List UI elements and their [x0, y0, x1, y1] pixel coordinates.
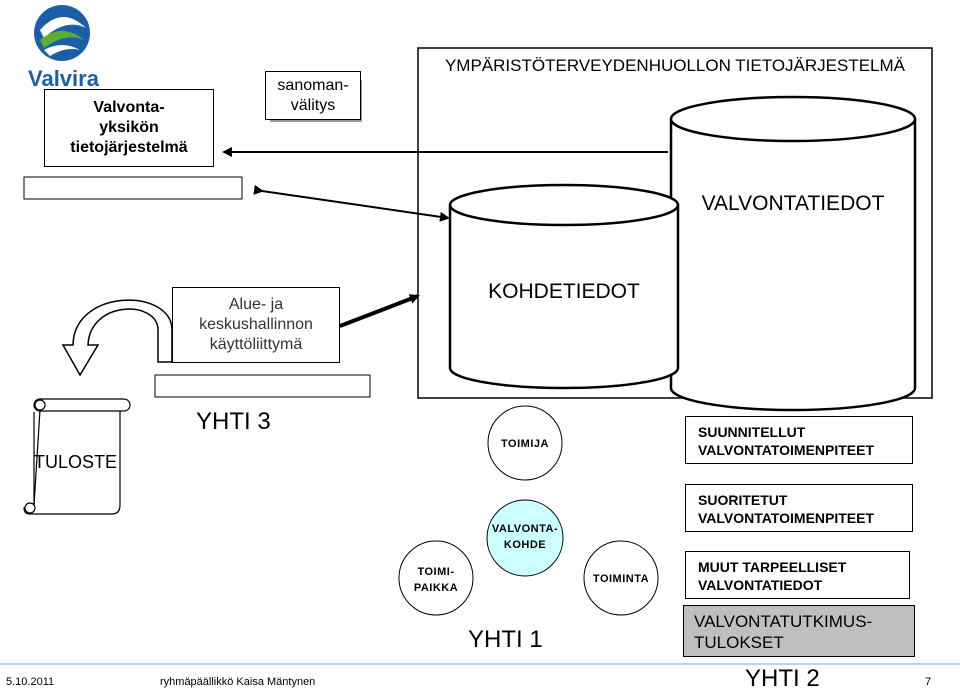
valvontayksikko-line1: Valvonta-	[93, 99, 165, 116]
valvontayksikko-line3: tietojärjestelmä	[70, 139, 188, 156]
valvontakohde-line2: KOHDE	[503, 539, 547, 551]
system-title: YMPÄRISTÖTERVEYDENHUOLLON TIETOJÄRJESTEL…	[444, 56, 906, 75]
box-suoritetut: SUORITETUT VALVONTATOIMENPITEET	[685, 484, 913, 532]
sanoman-line2: välitys	[290, 96, 336, 114]
footer-page-number: 7	[925, 676, 932, 688]
footer-author: ryhmäpäällikkö Kaisa Mäntynen	[160, 676, 316, 688]
circle-valvontakohde	[486, 499, 564, 577]
valvontatutkimus-line1: VALVONTATUTKIMUS-	[694, 612, 873, 631]
uturn-arrow-icon	[61, 299, 173, 377]
kohdetiedot-label: KOHDETIEDOT	[488, 280, 640, 303]
kohdetiedot-cylinder	[448, 183, 680, 390]
circle-toimipaikka	[398, 540, 474, 616]
suoritetut-line1: SUORITETUT	[698, 492, 788, 508]
tuloste-scroll-icon	[23, 398, 131, 515]
toimipaikka-text: TOIMI- PAIKKA	[399, 563, 473, 597]
valvontatiedot-cylinder	[669, 95, 917, 412]
muut-line1: MUUT TARPEELLISET	[698, 559, 847, 575]
system-frame	[417, 47, 933, 399]
valvira-logo-icon	[34, 5, 90, 61]
toimipaikka-line2: PAIKKA	[413, 582, 459, 594]
suunnitellut-line2: VALVONTATOIMENPITEET	[698, 442, 875, 458]
muut-line2: VALVONTATIEDOT	[698, 577, 823, 593]
box-valvontatutkimus: VALVONTATUTKIMUS- TULOKSET	[683, 605, 915, 657]
suunnitellut-line1: SUUNNITELLUT	[698, 424, 806, 440]
valvontayksikko-box: Valvonta- yksikön tietojärjestelmä	[44, 89, 214, 167]
valvontakohde-text: VALVONTA- KOHDE	[487, 520, 563, 554]
sanomanvalitys-note: sanoman- välitys	[265, 71, 361, 120]
empty-bar-top	[23, 176, 243, 200]
suoritetut-line2: VALVONTATOIMENPITEET	[698, 510, 875, 526]
empty-bar-middle	[154, 374, 371, 398]
yhti3-label: YHTI 3	[196, 408, 271, 435]
valvontayksikko-line2: yksikön	[99, 119, 159, 136]
arrow-alue-kohdetiedot	[330, 294, 420, 334]
toiminta-text: TOIMINTA	[592, 573, 650, 585]
box-muut: MUUT TARPEELLISET VALVONTATIEDOT	[685, 551, 910, 599]
alue-line1: Alue- ja	[228, 296, 284, 313]
valvontakohde-line1: VALVONTA-	[491, 523, 559, 535]
valvontatiedot-label: VALVONTATIEDOT	[701, 192, 885, 215]
toimipaikka-line1: TOIMI-	[417, 566, 455, 578]
valvontatutkimus-line2: TULOKSET	[694, 633, 784, 652]
alue-line2: keskushallinnon	[199, 316, 313, 333]
sanoman-line1: sanoman-	[277, 76, 349, 94]
yhti1-label: YHTI 1	[468, 626, 543, 653]
toimija-text: TOIMIJA	[501, 438, 549, 450]
circle-toimija	[487, 405, 563, 481]
alue-line3: käyttöliittymä	[209, 336, 303, 353]
tuloste-label: TULOSTE	[34, 452, 118, 472]
valvira-logo-text: Valvira	[28, 66, 99, 91]
yhti2-label: YHTI 2	[745, 665, 820, 692]
footer-date: 5.10.2011	[6, 676, 55, 688]
circle-toiminta	[583, 540, 659, 616]
box-suunnitellut: SUUNNITELLUT VALVONTATOIMENPITEET	[685, 416, 913, 464]
alue-kayttoliittyma-box: Alue- ja keskushallinnon käyttöliittymä	[172, 287, 340, 363]
arrow-kohdetiedot-from-bar	[253, 184, 450, 222]
